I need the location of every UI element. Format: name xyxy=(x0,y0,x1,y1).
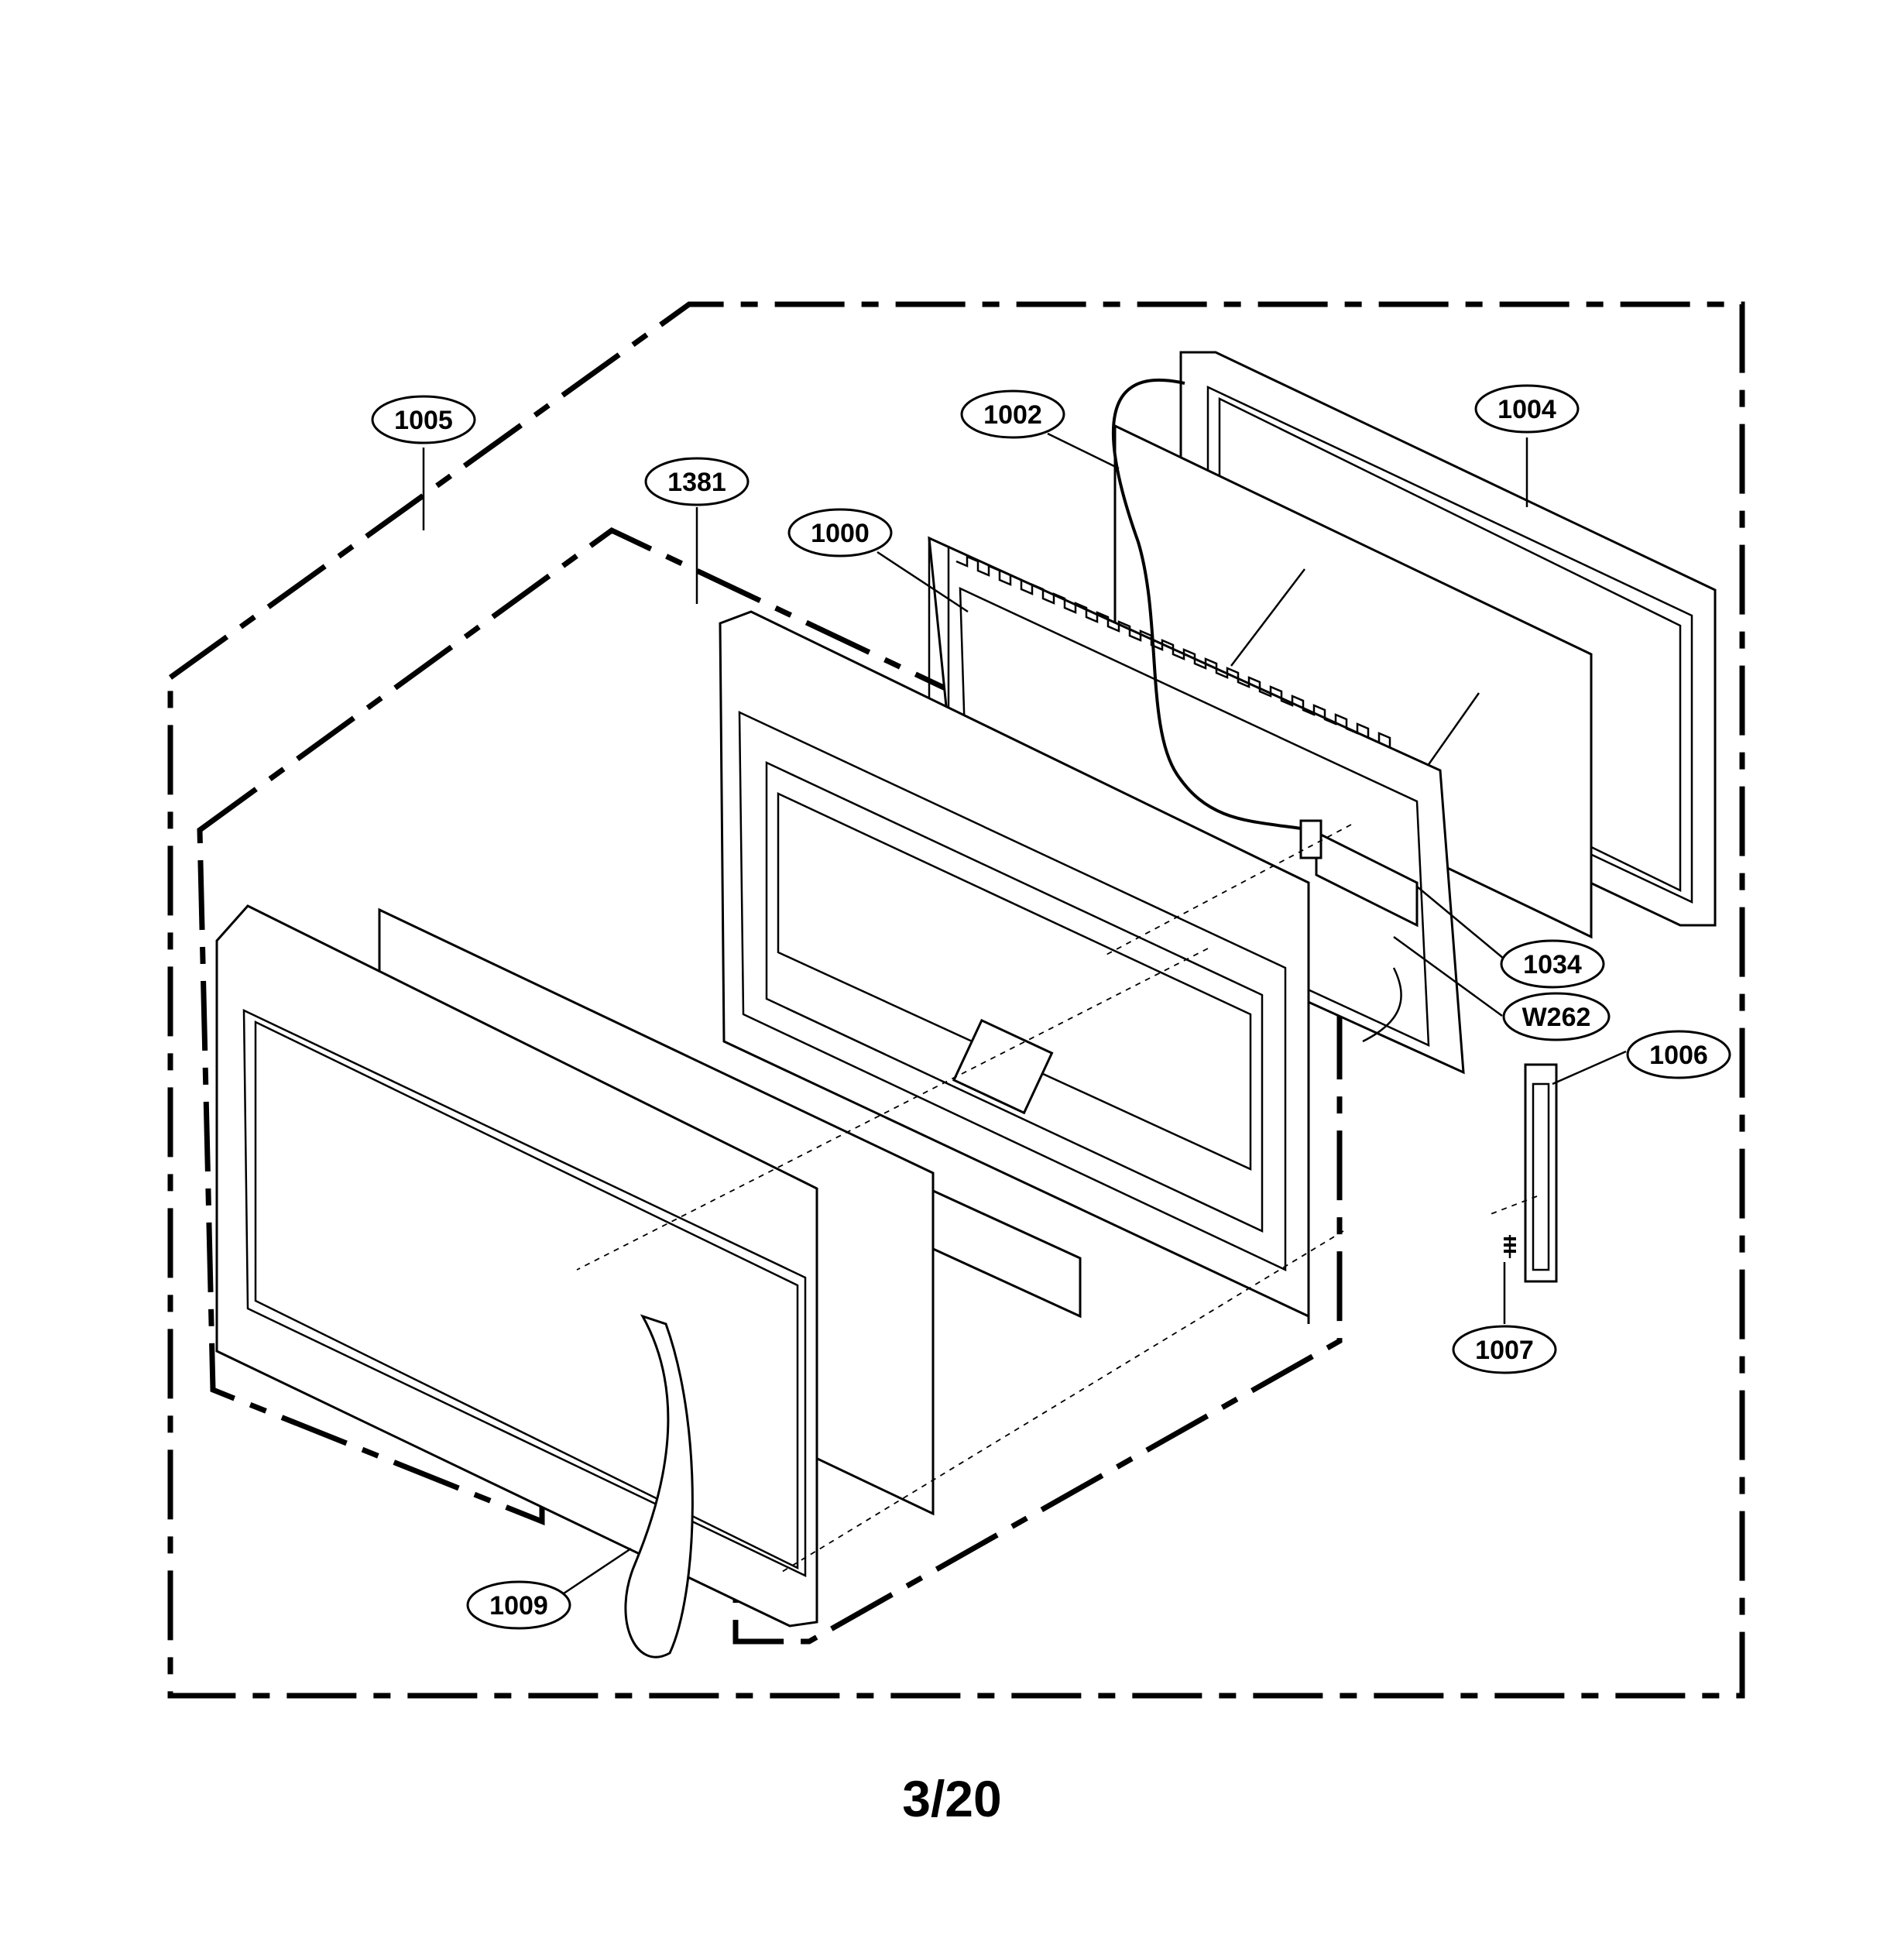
callout-1002: 1002 xyxy=(960,389,1065,439)
callout-1381: 1381 xyxy=(644,457,750,506)
callout-1034: 1034 xyxy=(1500,939,1605,989)
assembly-boundary-1381 xyxy=(197,527,1343,1645)
callout-1004: 1004 xyxy=(1474,384,1580,434)
spring-1007 xyxy=(1504,1235,1516,1258)
svg-text:1004: 1004 xyxy=(1497,395,1556,424)
callout-1007: 1007 xyxy=(1452,1325,1557,1374)
callout-1005: 1005 xyxy=(371,395,476,444)
svg-text:1006: 1006 xyxy=(1649,1041,1708,1070)
latch-1006 xyxy=(1524,1063,1558,1283)
svg-text:1009: 1009 xyxy=(489,1591,548,1621)
callout-1000: 1000 xyxy=(787,508,893,557)
svg-text:1000: 1000 xyxy=(811,519,870,548)
svg-text:1034: 1034 xyxy=(1523,950,1582,979)
svg-text:W262: W262 xyxy=(1522,1003,1591,1032)
wire-harness xyxy=(1111,378,1302,830)
svg-text:1381: 1381 xyxy=(667,468,726,497)
front-door-panel xyxy=(719,610,1310,1324)
callout-1009: 1009 xyxy=(466,1580,571,1630)
switch-assembly-1034 xyxy=(1299,819,1419,1043)
glass-panel-1002 xyxy=(1113,424,1593,939)
svg-text:1002: 1002 xyxy=(983,400,1042,430)
callout-W262: W262 xyxy=(1502,992,1611,1041)
assembly-boundary-1005 xyxy=(167,301,1745,1699)
page-number-label: 3/20 xyxy=(902,1770,1002,1827)
callout-1006: 1006 xyxy=(1626,1030,1731,1079)
door-handle-1009 xyxy=(624,1314,694,1658)
svg-text:1007: 1007 xyxy=(1475,1336,1534,1365)
svg-text:1005: 1005 xyxy=(394,406,453,435)
